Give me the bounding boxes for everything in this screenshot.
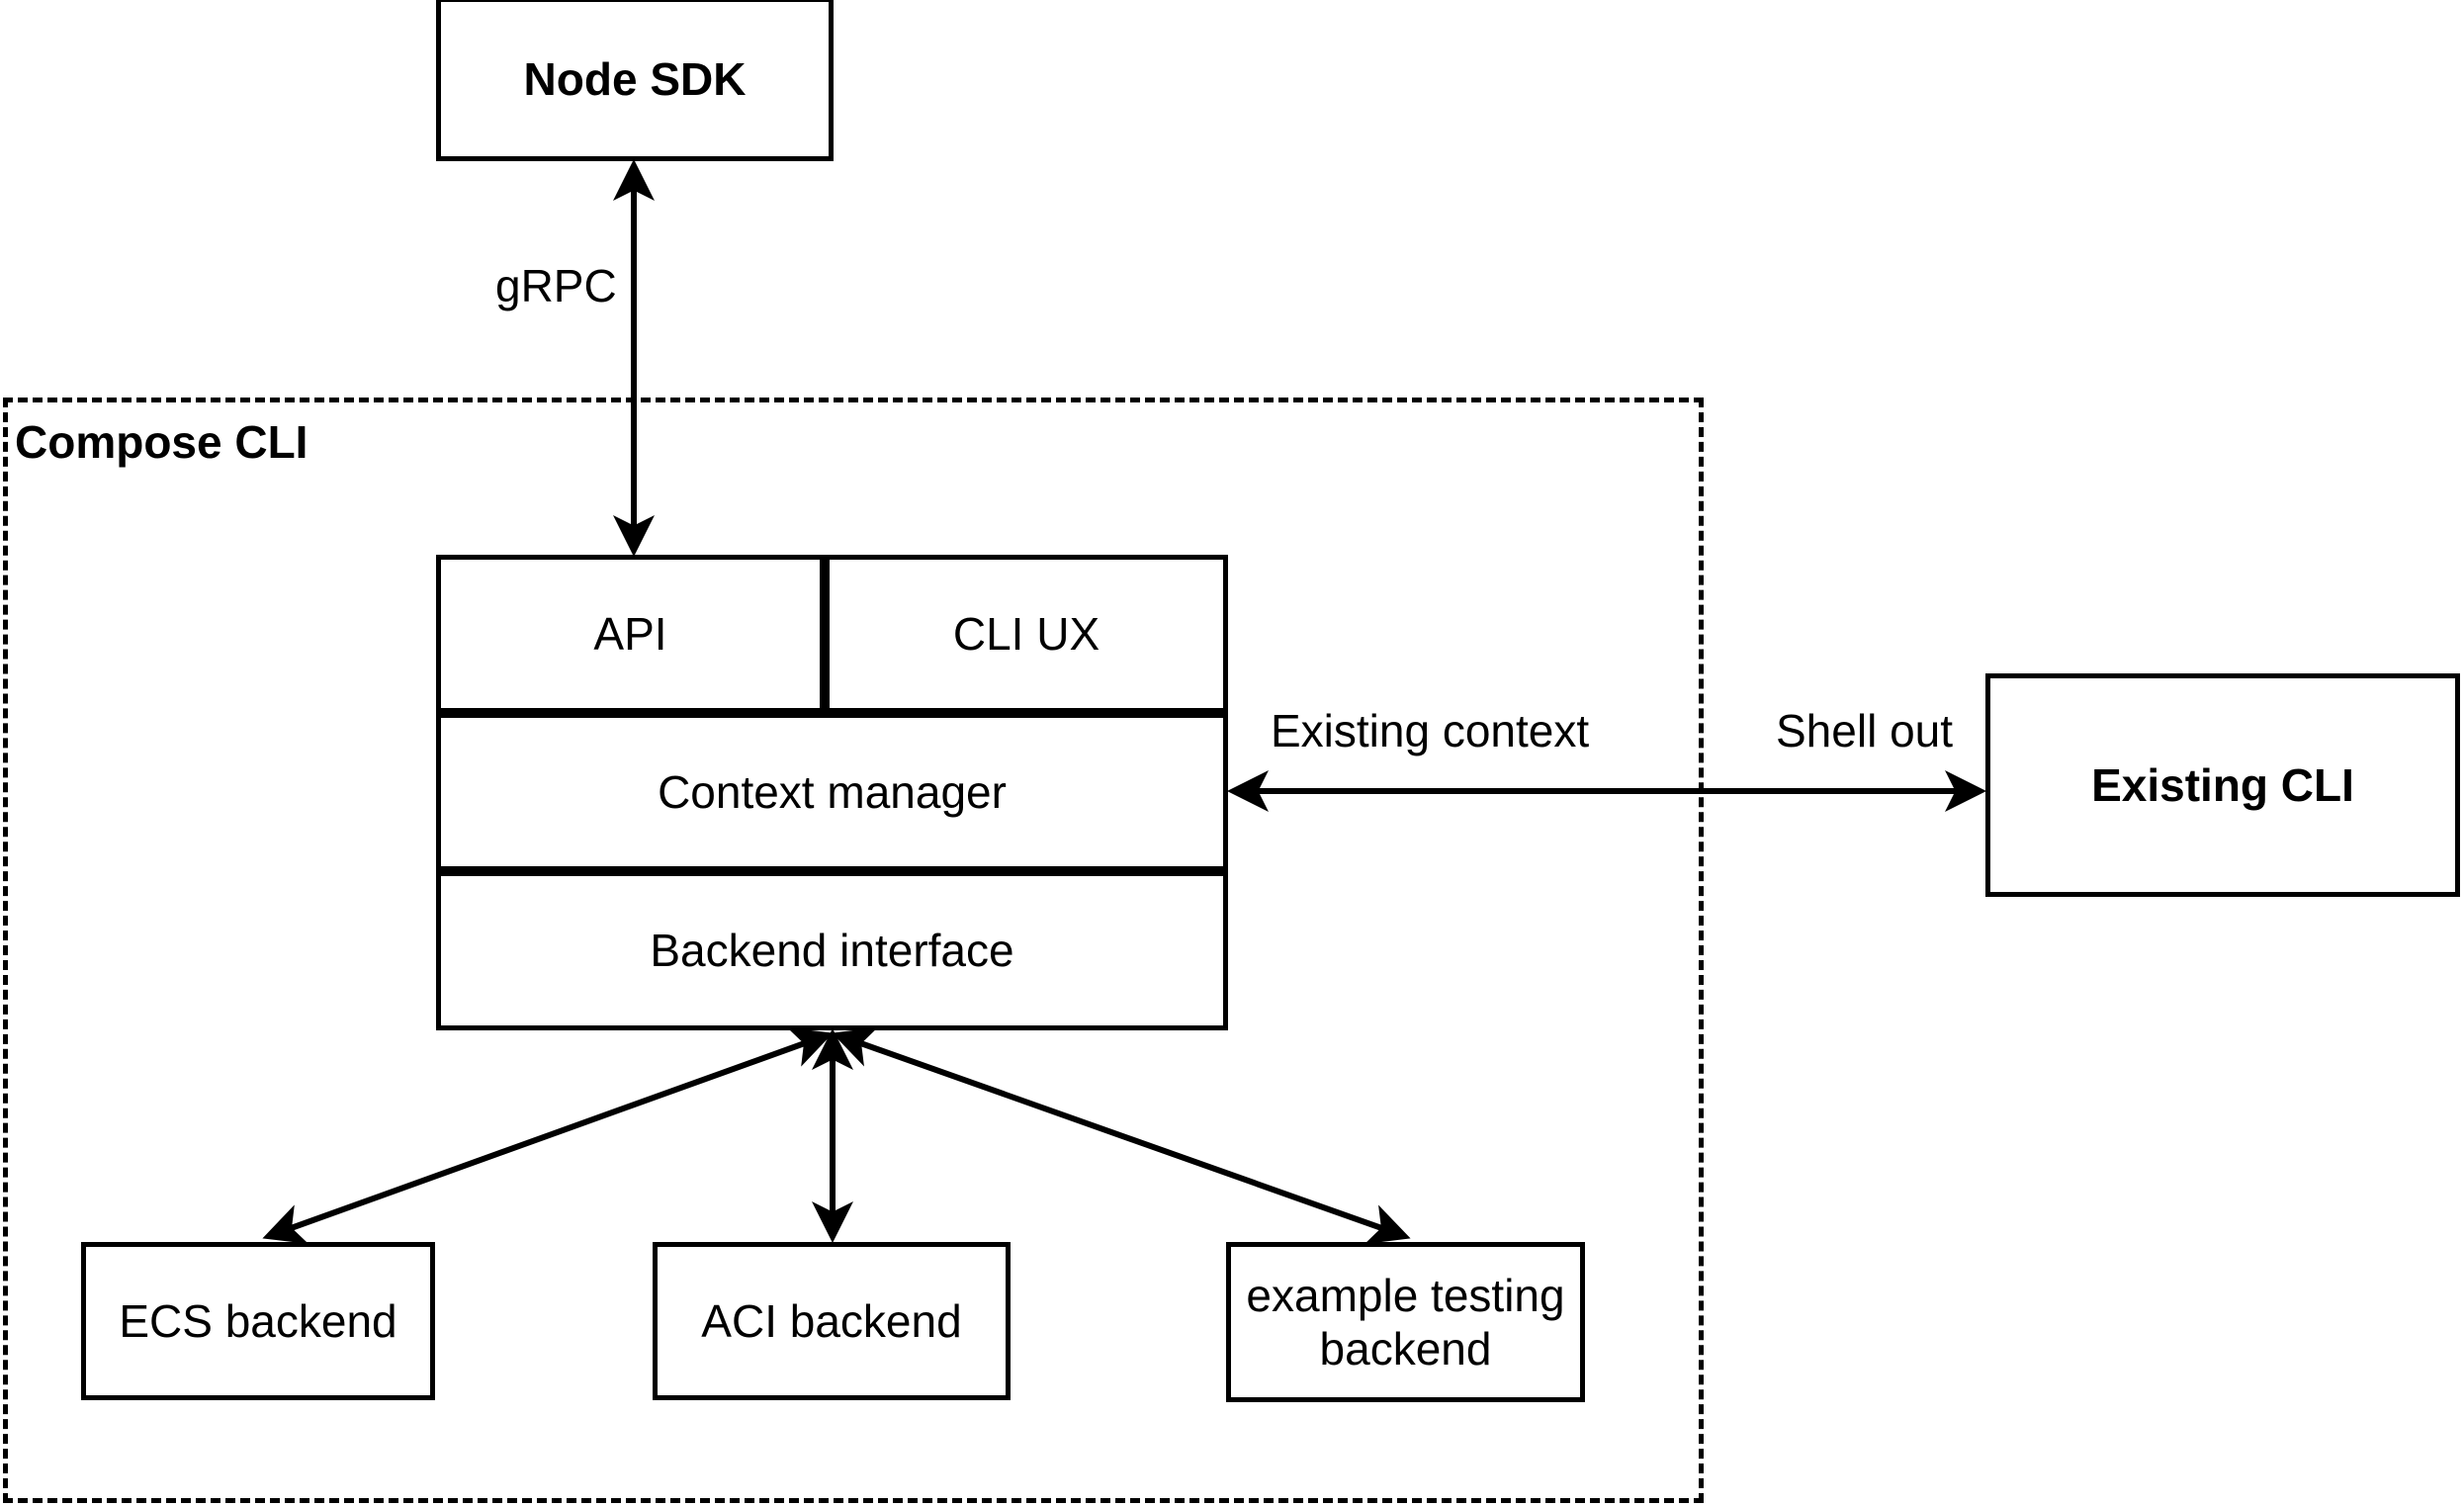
node-context-manager-label: Context manager [658, 765, 1007, 818]
node-example-testing-backend-label: example testing backend [1246, 1269, 1565, 1374]
compose-cli-boundary-label: Compose CLI [15, 416, 308, 468]
node-node-sdk[interactable]: Node SDK [436, 0, 834, 161]
node-context-manager[interactable]: Context manager [436, 713, 1228, 871]
edge-label-shell-out: Shell out [1770, 704, 1960, 757]
node-existing-cli-label: Existing CLI [2091, 758, 2354, 811]
node-api[interactable]: API [436, 555, 825, 713]
node-ecs-backend[interactable]: ECS backend [81, 1242, 435, 1400]
edge-backend-example [832, 1026, 1411, 1245]
node-aci-backend[interactable]: ACI backend [653, 1242, 1011, 1400]
node-ecs-backend-label: ECS backend [119, 1294, 397, 1347]
edge-label-grpc: gRPC [489, 259, 623, 312]
compose-cli-boundary [3, 398, 1704, 1503]
node-example-testing-backend[interactable]: example testing backend [1226, 1242, 1585, 1402]
edge-label-existing-context: Existing context [1265, 704, 1596, 757]
node-existing-cli[interactable]: Existing CLI [1985, 673, 2460, 897]
node-api-label: API [593, 607, 667, 660]
node-cli-ux-label: CLI UX [952, 607, 1100, 660]
node-aci-backend-label: ACI backend [701, 1294, 962, 1347]
node-node-sdk-label: Node SDK [523, 52, 747, 105]
edge-backend-ecs [262, 1027, 834, 1244]
node-backend-interface-label: Backend interface [650, 925, 1014, 977]
node-cli-ux[interactable]: CLI UX [825, 555, 1228, 713]
node-backend-interface[interactable]: Backend interface [436, 871, 1228, 1030]
